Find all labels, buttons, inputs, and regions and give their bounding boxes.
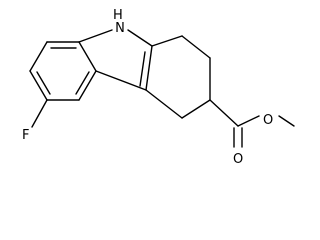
carbonyl-oxygen-label: O bbox=[233, 152, 243, 167]
nh-label: H N bbox=[113, 8, 127, 36]
hydrogen-label: H bbox=[113, 8, 123, 23]
bond bbox=[78, 41, 97, 72]
bond bbox=[127, 29, 153, 47]
pyrrole-ring bbox=[78, 29, 153, 91]
bond bbox=[278, 115, 295, 127]
double-bond-inner bbox=[75, 71, 90, 95]
bond bbox=[145, 45, 153, 91]
methyl-ester-group bbox=[209, 99, 295, 148]
fluoro-bond bbox=[31, 99, 48, 128]
fluorine-label: F bbox=[22, 128, 29, 143]
bond bbox=[181, 35, 211, 59]
double-bond-inner bbox=[139, 51, 146, 87]
bond bbox=[29, 41, 48, 72]
bond bbox=[237, 115, 260, 127]
ester-oxygen-label: O bbox=[263, 113, 273, 128]
bond bbox=[151, 35, 183, 47]
bond bbox=[78, 29, 113, 43]
bond bbox=[95, 70, 147, 91]
bond bbox=[29, 70, 48, 101]
bond bbox=[78, 70, 97, 101]
nitrogen-label: N bbox=[115, 21, 125, 36]
molecule-structure-diagram: H N F O O bbox=[22, 8, 295, 167]
double-bond-inner bbox=[36, 71, 51, 95]
bond bbox=[209, 99, 239, 127]
benzene-ring bbox=[29, 41, 97, 101]
bond bbox=[145, 89, 183, 119]
cyclohexene-ring bbox=[145, 35, 211, 119]
bond bbox=[181, 99, 211, 119]
